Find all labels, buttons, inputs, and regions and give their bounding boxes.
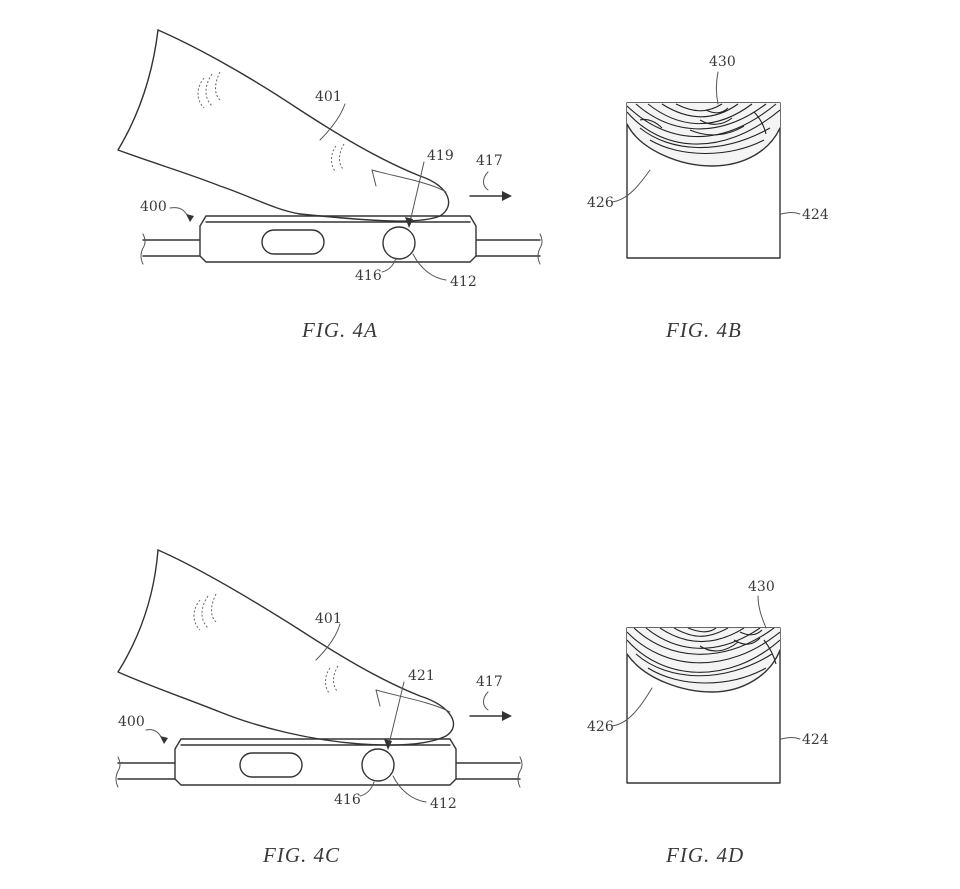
caption-fig-4c: FIG. 4C: [262, 843, 340, 867]
leader-430: [716, 71, 719, 105]
fingerprint-region: [627, 103, 780, 167]
caption-fig-4b: FIG. 4B: [665, 318, 742, 342]
figure-4b: 430 426 424 FIG. 4B: [587, 54, 829, 342]
figure-4a: 401 400 419 417 416 412 FIG. 4A: [117, 29, 543, 342]
label-400: 400: [118, 714, 145, 730]
leader-424: [780, 737, 801, 740]
leader-401: [315, 623, 341, 661]
leader-412: [392, 775, 427, 803]
finger: [117, 29, 450, 222]
leader-416: [359, 781, 375, 797]
leader-430: [757, 595, 767, 629]
leader-400: [169, 207, 191, 221]
label-426: 426: [587, 719, 614, 735]
watch-band: [115, 756, 523, 788]
sensor-circle: [361, 748, 395, 782]
leader-419: [409, 161, 425, 223]
finger: [117, 549, 455, 746]
leader-426: [611, 169, 651, 203]
leader-400: [145, 729, 165, 743]
contact-edge-426: [627, 123, 780, 167]
watch-band: [140, 233, 543, 265]
label-401: 401: [315, 89, 342, 105]
leader-412: [412, 253, 447, 281]
leader-421: [388, 681, 405, 745]
label-419: 419: [427, 148, 454, 164]
label-417: 417: [476, 153, 503, 169]
label-426: 426: [587, 195, 614, 211]
sensor-circle: [382, 226, 416, 260]
watch-body: [199, 215, 477, 263]
label-430: 430: [709, 54, 736, 70]
label-424: 424: [802, 732, 829, 748]
label-430: 430: [748, 579, 775, 595]
label-412: 412: [450, 274, 477, 290]
caption-fig-4a: FIG. 4A: [301, 318, 378, 342]
leader-416: [381, 257, 397, 273]
watch-body: [174, 738, 457, 786]
label-421: 421: [408, 668, 435, 684]
label-401: 401: [315, 611, 342, 627]
label-424: 424: [802, 207, 829, 223]
label-416: 416: [334, 792, 361, 808]
label-400: 400: [140, 199, 167, 215]
leader-424: [780, 212, 801, 215]
caption-fig-4d: FIG. 4D: [665, 843, 744, 867]
figure-4c: 401 400 421 417 416 412 FIG. 4C: [115, 549, 523, 867]
leader-426: [611, 687, 653, 727]
figure-4d: 430 426 424 FIG. 4D: [587, 579, 829, 867]
fingerprint-region: [627, 628, 780, 693]
leader-401: [319, 103, 346, 141]
label-417: 417: [476, 674, 503, 690]
label-412: 412: [430, 796, 457, 812]
label-416: 416: [355, 268, 382, 284]
contact-edge-426: [627, 649, 780, 693]
